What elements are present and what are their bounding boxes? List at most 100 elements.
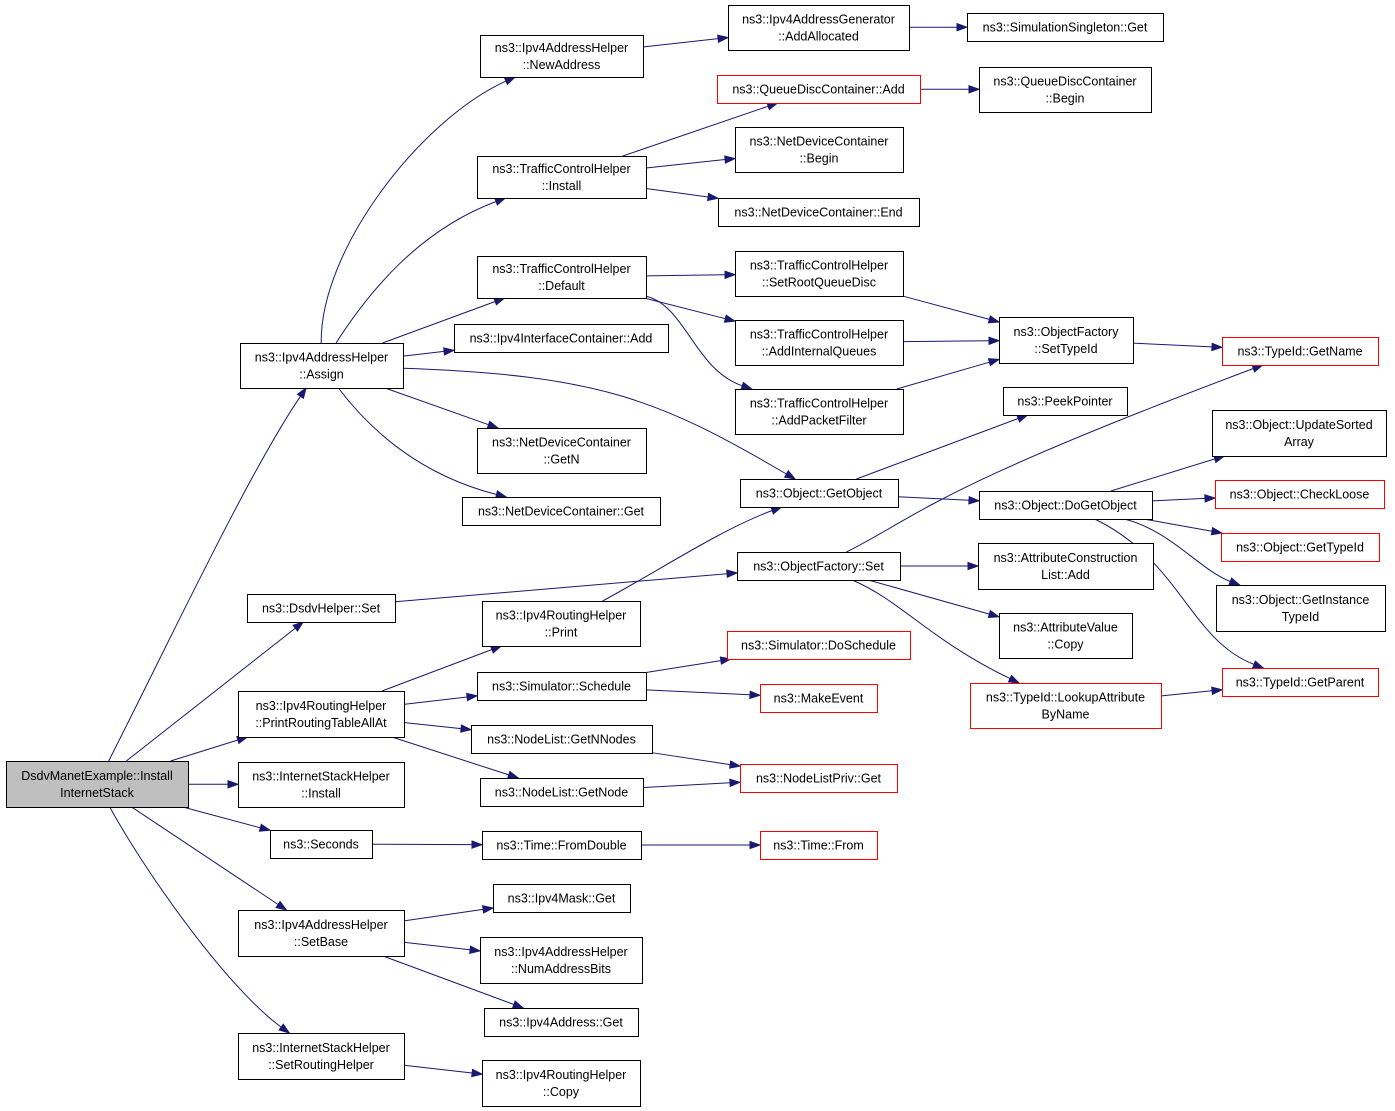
call-edge-object-dogetobject-to-object-updatesorted — [1110, 454, 1226, 492]
node-singleton-get[interactable]: ns3::SimulationSingleton::Get — [967, 13, 1164, 42]
node-nodelist-getnode[interactable]: ns3::NodeList::GetNode — [480, 778, 644, 807]
node-time-from[interactable]: ns3::Time::From — [760, 831, 878, 860]
edge-line — [403, 941, 471, 951]
node-ipv4ic-add[interactable]: ns3::Ipv4InterfaceContainer::Add — [454, 324, 669, 353]
node-label: ns3::TrafficControlHelper — [750, 259, 888, 273]
node-box — [1216, 585, 1386, 632]
node-object-getobject[interactable]: ns3::Object::GetObject — [740, 479, 899, 508]
edge-line — [384, 387, 489, 426]
node-box — [740, 764, 898, 793]
node-label: ns3::NodeList::GetNNodes — [487, 733, 636, 747]
node-tch-default[interactable]: ns3::TrafficControlHelper::Default — [477, 256, 647, 299]
node-nodelist-getnnodes[interactable]: ns3::NodeList::GetNNodes — [471, 725, 653, 754]
edge-line — [896, 361, 990, 390]
node-object-gettypeid[interactable]: ns3::Object::GetTypeId — [1221, 533, 1380, 562]
node-tch-addpacket[interactable]: ns3::TrafficControlHelper::AddPacketFilt… — [735, 389, 904, 435]
node-box — [1212, 410, 1387, 457]
node-ipv4addr-setbase[interactable]: ns3::Ipv4AddressHelper::SetBase — [238, 910, 405, 957]
node-objfactory-set[interactable]: ns3::ObjectFactory::Set — [737, 552, 901, 581]
arrowhead-icon — [717, 34, 730, 43]
edge-line — [109, 806, 282, 1028]
node-time-fromdouble[interactable]: ns3::Time::FromDouble — [482, 831, 642, 860]
call-edge-root-to-ipv4addr-setbase — [131, 806, 288, 911]
node-mask-get[interactable]: ns3::Ipv4Mask::Get — [493, 884, 631, 913]
node-box — [270, 830, 373, 859]
call-edge-ipv4addr-setbase-to-mask-get — [403, 905, 495, 922]
node-typeid-getparent[interactable]: ns3::TypeId::GetParent — [1222, 668, 1379, 697]
call-edge-objfactory-set-to-typeid-lookupattr — [851, 579, 1021, 684]
node-label: ns3::TrafficControlHelper — [492, 262, 630, 276]
node-makeevent[interactable]: ns3::MakeEvent — [760, 684, 878, 713]
node-box — [480, 35, 644, 78]
call-edge-object-dogetobject-to-object-gettypeid — [1143, 518, 1224, 536]
node-label: ns3::Ipv4InterfaceContainer::Add — [470, 332, 653, 346]
call-edge-nodelist-getnode-to-nodelistpriv-get — [642, 778, 742, 789]
call-edge-print-routing-all-to-routing-print — [381, 645, 503, 692]
node-label: ns3::NetDeviceContainer::End — [734, 206, 902, 220]
node-ndc-getn[interactable]: ns3::NetDeviceContainer::GetN — [477, 428, 647, 474]
node-ipv4addr-assign[interactable]: ns3::Ipv4AddressHelper::Assign — [240, 343, 404, 389]
node-typeid-getname[interactable]: ns3::TypeId::GetName — [1222, 337, 1379, 366]
node-label: ns3::AttributeConstruction — [994, 551, 1138, 565]
node-object-checkloose[interactable]: ns3::Object::CheckLoose — [1215, 480, 1385, 509]
node-box — [477, 428, 647, 474]
node-label: ns3::Simulator::DoSchedule — [741, 639, 896, 653]
node-routing-copy[interactable]: ns3::Ipv4RoutingHelper::Copy — [482, 1060, 641, 1107]
node-ipv4address-get[interactable]: ns3::Ipv4Address::Get — [484, 1008, 639, 1037]
arrowhead-icon — [987, 609, 1001, 619]
node-internetstack-install[interactable]: ns3::InternetStackHelper::Install — [238, 762, 405, 808]
node-dsdv-set[interactable]: ns3::DsdvHelper::Set — [247, 594, 396, 623]
arrowhead-icon — [493, 297, 507, 306]
node-numaddrbits[interactable]: ns3::Ipv4AddressHelper::NumAddressBits — [480, 937, 643, 984]
node-qdc-begin[interactable]: ns3::QueueDiscContainer::Begin — [979, 67, 1152, 113]
node-object-dogetobject[interactable]: ns3::Object::DoGetObject — [979, 491, 1153, 520]
node-box — [454, 324, 669, 353]
node-qdc-add[interactable]: ns3::QueueDiscContainer::Add — [717, 75, 921, 104]
node-label: ::Install — [301, 787, 341, 801]
node-box — [471, 725, 653, 754]
node-ndc-end[interactable]: ns3::NetDeviceContainer::End — [718, 198, 920, 227]
arrowhead-icon — [749, 690, 762, 700]
node-label: ns3::NodeList::GetNode — [495, 786, 628, 800]
node-objfactory-settypeid[interactable]: ns3::ObjectFactory::SetTypeId — [999, 317, 1134, 364]
edge-line — [1094, 518, 1255, 665]
node-label: ::SetRootQueueDisc — [762, 276, 876, 290]
call-edge-time-fromdouble-to-time-from — [640, 840, 762, 850]
node-routing-print[interactable]: ns3::Ipv4RoutingHelper::Print — [482, 601, 641, 647]
node-sim-doschedule[interactable]: ns3::Simulator::DoSchedule — [727, 631, 911, 660]
edge-line — [402, 367, 787, 475]
node-print-routing-all[interactable]: ns3::Ipv4RoutingHelper::PrintRoutingTabl… — [238, 691, 405, 738]
node-newaddress[interactable]: ns3::Ipv4AddressHelper::NewAddress — [480, 35, 644, 78]
arrowhead-icon — [494, 490, 508, 499]
node-box — [462, 497, 661, 526]
node-seconds[interactable]: ns3::Seconds — [270, 830, 373, 859]
node-box — [238, 691, 405, 738]
node-set-routing-helper[interactable]: ns3::InternetStackHelper::SetRoutingHelp… — [238, 1033, 405, 1080]
node-label: ns3::NetDeviceContainer — [492, 436, 631, 450]
node-tch-addinternal[interactable]: ns3::TrafficControlHelper::AddInternalQu… — [735, 320, 904, 366]
node-ndc-begin[interactable]: ns3::NetDeviceContainer::Begin — [735, 127, 904, 173]
edge-line — [182, 806, 261, 829]
node-addrgen-addallocated[interactable]: ns3::Ipv4AddressGenerator::AddAllocated — [728, 5, 910, 51]
node-tch-setroot[interactable]: ns3::TrafficControlHelper::SetRootQueueD… — [735, 251, 904, 297]
node-sim-schedule[interactable]: ns3::Simulator::Schedule — [477, 672, 647, 701]
node-nodelistpriv-get[interactable]: ns3::NodeListPriv::Get — [740, 764, 898, 793]
edge-line — [320, 80, 507, 344]
node-peekpointer[interactable]: ns3::PeekPointer — [1003, 387, 1128, 416]
node-tch-install[interactable]: ns3::TrafficControlHelper::Install — [477, 156, 647, 199]
node-ndc-get[interactable]: ns3::NetDeviceContainer::Get — [462, 497, 661, 526]
node-label: ::AddPacketFilter — [771, 414, 866, 428]
edge-line — [622, 105, 769, 157]
edge-line — [645, 660, 721, 673]
edge-line — [902, 340, 990, 343]
edge-line — [403, 722, 462, 730]
call-edge-ipv4addr-assign-to-ipv4ic-add — [402, 347, 456, 357]
edge-line — [391, 736, 509, 776]
node-label: List::Add — [1041, 568, 1090, 582]
node-attrvalue-copy[interactable]: ns3::AttributeValue::Copy — [999, 613, 1133, 659]
